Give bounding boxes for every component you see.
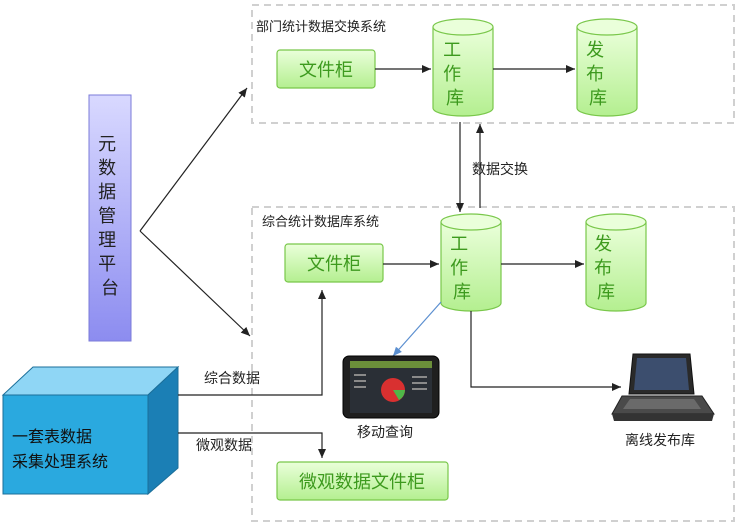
comp-file-cabinet-label: 文件柜 (307, 254, 361, 275)
collection-system: 一套表数据 采集处理系统 (1, 365, 180, 496)
platform-to-dept-arrow (139, 87, 248, 232)
comp-work-db: 工 作 库 (440, 213, 502, 312)
dept-publish-db: 发 布 库 (576, 18, 638, 117)
work-to-laptop-arrow (470, 311, 621, 391)
collection-system-line2: 采集处理系统 (12, 452, 108, 471)
dept-system-title: 部门统计数据交换系统 (256, 19, 386, 35)
comp-publish-db-label: 发 布 库 (594, 234, 618, 303)
dept-system-frame (251, 4, 735, 124)
comp-system-title: 综合统计数据库系统 (262, 214, 379, 230)
mobile-query-label: 移动查询 (357, 425, 413, 441)
collection-system-line1: 一套表数据 (12, 427, 92, 446)
metadata-platform (88, 94, 132, 342)
dept-publish-db-label: 发 布 库 (586, 40, 610, 109)
tablet-icon (342, 355, 440, 419)
exchange-label: 数据交换 (472, 161, 528, 178)
metadata-platform-label: 元 数 据 管 理 平 台 (98, 134, 122, 299)
micro-data-label: 微观数据 (196, 438, 252, 454)
offline-publish-label: 离线发布库 (625, 432, 695, 449)
comp-system-frame (251, 206, 735, 522)
micro-data-arrow (178, 432, 326, 458)
comprehensive-data-label: 综合数据 (204, 371, 260, 387)
dept-work-db: 工 作 库 (432, 18, 494, 117)
comprehensive-data-arrow (178, 290, 326, 396)
dept-file-cabinet-label: 文件柜 (299, 60, 353, 81)
comp-publish-db: 发 布 库 (585, 213, 647, 312)
micro-file-cabinet (276, 461, 449, 501)
laptop-icon (611, 353, 715, 421)
comp-work-db-label: 工 作 库 (450, 234, 474, 303)
work-to-mobile-arrow (392, 301, 442, 357)
comp-file-cabinet (284, 243, 384, 283)
dept-work-db-label: 工 作 库 (443, 40, 467, 109)
micro-file-cabinet-label: 微观数据文件柜 (299, 472, 425, 493)
platform-to-comp-arrow (139, 230, 251, 337)
